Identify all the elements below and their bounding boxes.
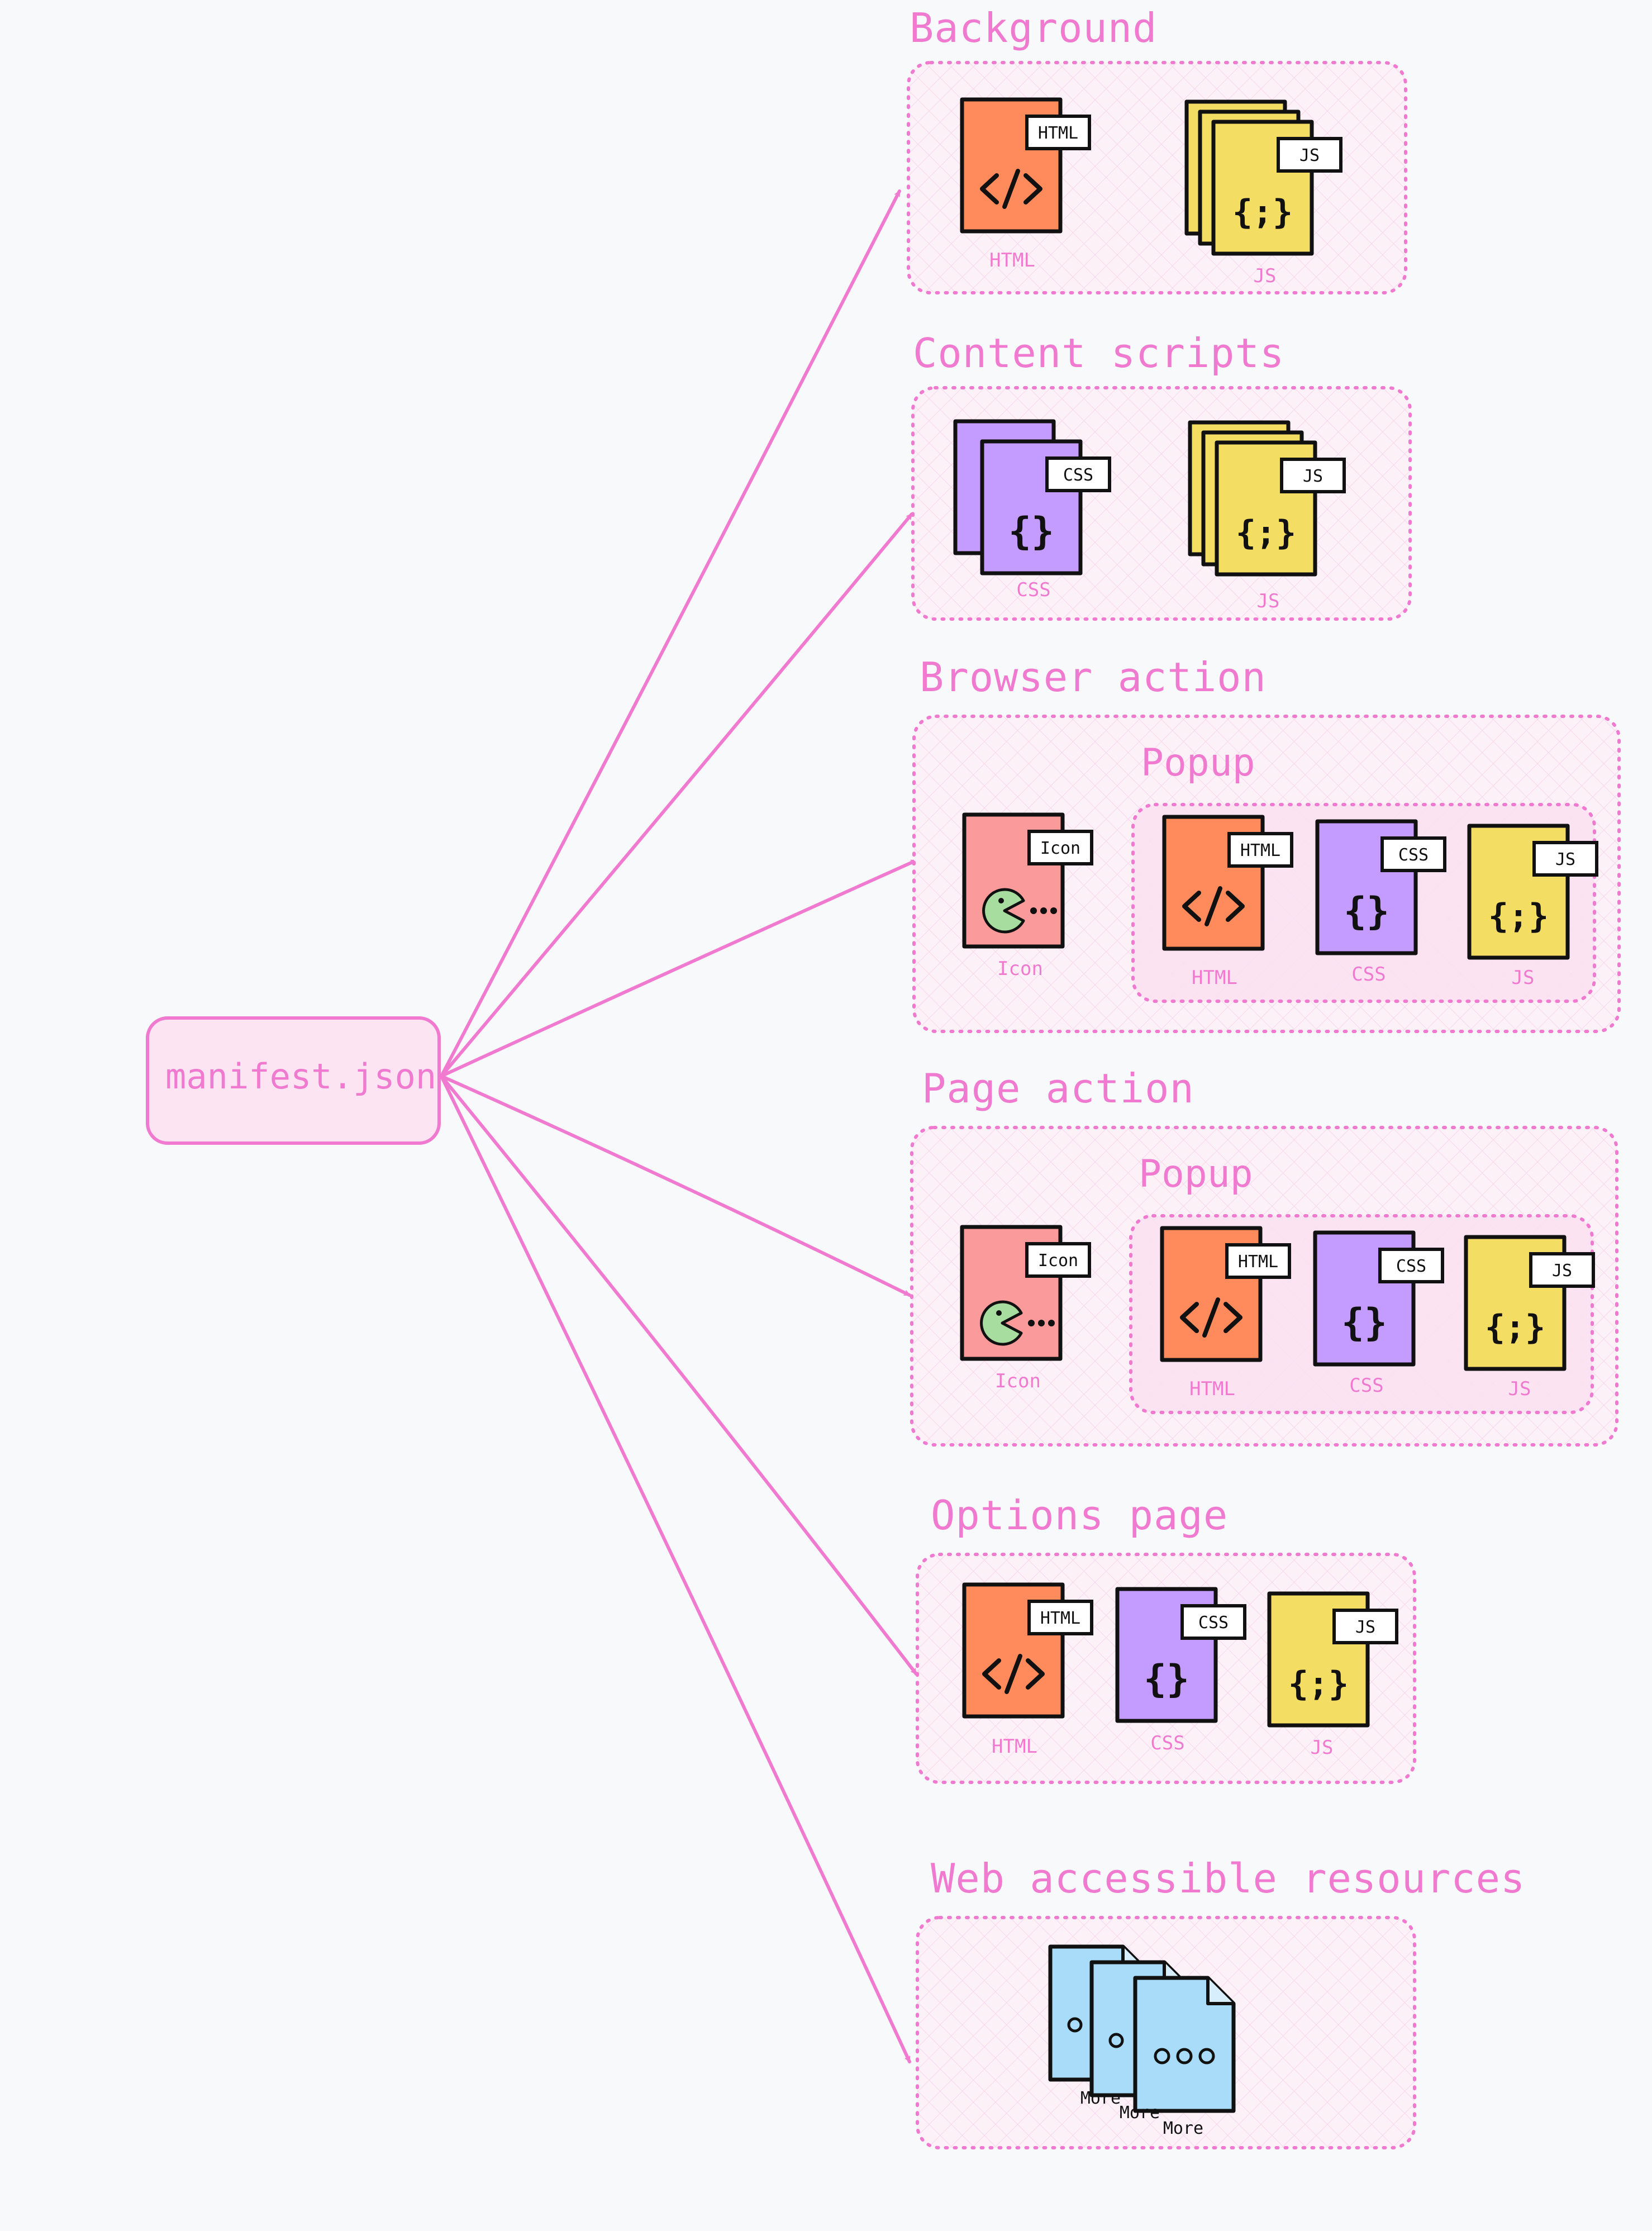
file-caption: HTML xyxy=(1189,1378,1235,1400)
svg-text:CSS: CSS xyxy=(1198,1613,1229,1633)
pacman-icon xyxy=(982,888,1025,934)
arrow-to-content-scripts xyxy=(440,512,913,1078)
svg-text:JS: JS xyxy=(1552,1261,1572,1281)
section-title-background: Background xyxy=(910,4,1158,51)
html-file-icon: HTML xyxy=(1162,815,1293,951)
svg-text:{;}: {;} xyxy=(1488,897,1549,936)
root-label: manifest.json xyxy=(165,1056,437,1097)
resource-file-icon xyxy=(1133,1976,1236,2113)
css-file-icon: CSS {} xyxy=(953,419,1111,575)
js-file-icon: JS {;} xyxy=(1267,1591,1398,1728)
section-title-options-page: Options page xyxy=(931,1492,1229,1539)
css-file-icon: CSS {} xyxy=(1315,819,1446,955)
file-caption: JS xyxy=(1310,1737,1334,1759)
file-caption: JS xyxy=(1256,590,1280,612)
file-caption: JS xyxy=(1511,967,1535,989)
svg-text:{;}: {;} xyxy=(1288,1664,1349,1704)
section-title-web-accessible-resources: Web accessible resources xyxy=(931,1855,1526,1902)
arrow-to-web-accessible-resources xyxy=(440,1074,911,2063)
svg-text:{}: {} xyxy=(1341,1301,1387,1345)
resource-caption: More xyxy=(1119,2103,1160,2123)
html-file-icon: HTML xyxy=(1160,1226,1291,1362)
svg-text:JS: JS xyxy=(1355,1618,1375,1637)
svg-text:{;}: {;} xyxy=(1485,1308,1545,1347)
root-node xyxy=(146,1016,441,1145)
file-caption: CSS xyxy=(1016,579,1051,601)
file-caption: CSS xyxy=(1349,1374,1384,1397)
file-caption: CSS xyxy=(1351,963,1386,986)
file-caption: JS xyxy=(1253,265,1277,287)
connector-arrows xyxy=(440,189,918,2063)
css-file-icon: CSS {} xyxy=(1115,1587,1246,1723)
svg-text:HTML: HTML xyxy=(1038,123,1078,143)
svg-text:{}: {} xyxy=(1344,889,1389,934)
svg-text:JS: JS xyxy=(1299,146,1320,165)
file-caption: Icon xyxy=(997,958,1043,980)
arrow-to-page-action xyxy=(440,1074,911,1297)
svg-text:{;}: {;} xyxy=(1236,513,1296,553)
file-caption: HTML xyxy=(992,1735,1037,1758)
js-file-icon: JS {;} xyxy=(1188,420,1346,577)
popup-title-page-action: Popup xyxy=(1139,1152,1253,1196)
svg-text:HTML: HTML xyxy=(1240,841,1280,860)
html-file-icon: HTML xyxy=(960,97,1091,234)
svg-text:{}: {} xyxy=(1144,1657,1189,1701)
js-file-icon: JS {;} xyxy=(1467,824,1598,960)
svg-text:{}: {} xyxy=(1008,510,1054,554)
arrow-to-background xyxy=(440,189,901,1078)
file-caption: CSS xyxy=(1150,1732,1185,1754)
svg-text:Icon: Icon xyxy=(1040,839,1080,858)
js-file-icon: JS {;} xyxy=(1184,99,1342,256)
svg-text:Icon: Icon xyxy=(1038,1251,1078,1271)
resource-caption: More xyxy=(1080,2089,1121,2108)
svg-text:JS: JS xyxy=(1555,850,1575,869)
section-title-content-scripts: Content scripts xyxy=(913,330,1285,377)
svg-text:CSS: CSS xyxy=(1396,1257,1426,1276)
pacman-icon xyxy=(980,1300,1023,1346)
arrow-to-browser-action xyxy=(440,859,918,1078)
file-caption: Icon xyxy=(995,1370,1041,1392)
icon-file-icon: Icon xyxy=(960,1225,1091,1361)
html-file-icon: HTML xyxy=(962,1582,1093,1719)
css-file-icon: CSS {} xyxy=(1313,1230,1444,1367)
file-caption: HTML xyxy=(1192,967,1237,989)
svg-text:HTML: HTML xyxy=(1040,1609,1080,1628)
svg-text:CSS: CSS xyxy=(1063,465,1093,485)
svg-text:{;}: {;} xyxy=(1232,193,1293,232)
arrow-to-options-page xyxy=(440,1074,918,1676)
root-node-box xyxy=(146,1016,441,1145)
svg-text:JS: JS xyxy=(1303,467,1323,486)
svg-text:CSS: CSS xyxy=(1398,845,1429,865)
file-caption: HTML xyxy=(989,249,1035,272)
section-title-browser-action: Browser action xyxy=(920,654,1267,701)
js-file-icon: JS {;} xyxy=(1464,1235,1595,1371)
file-caption: JS xyxy=(1508,1378,1531,1400)
resource-caption: More xyxy=(1163,2119,1204,2138)
icon-file-icon: Icon xyxy=(962,812,1093,949)
svg-text:HTML: HTML xyxy=(1238,1252,1278,1272)
section-title-page-action: Page action xyxy=(922,1065,1194,1112)
popup-title-browser-action: Popup xyxy=(1141,741,1255,785)
